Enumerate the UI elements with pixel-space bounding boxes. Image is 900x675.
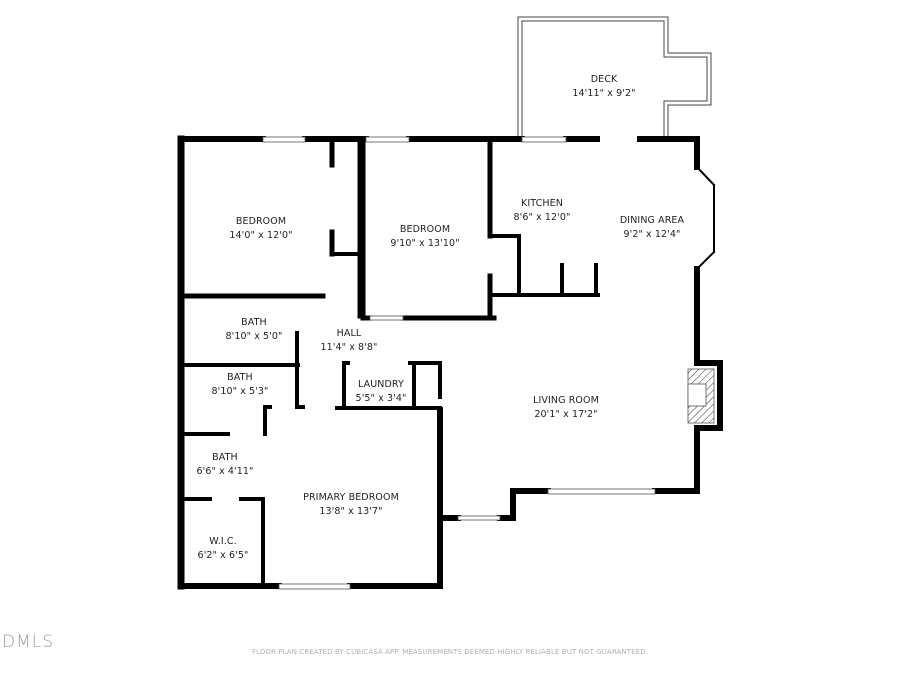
room-label-living-room: LIVING ROOM 20'1" x 17'2": [533, 394, 599, 422]
room-name: PRIMARY BEDROOM: [303, 492, 399, 503]
room-name: BATH: [212, 452, 238, 463]
room-dimensions: 8'10" x 5'0": [225, 331, 283, 342]
room-dimensions: 8'10" x 5'3": [211, 386, 269, 397]
room-name: LIVING ROOM: [533, 395, 599, 406]
room-name: DINING AREA: [619, 215, 685, 226]
room-dimensions: 6'2" x 6'5": [197, 550, 249, 561]
room-dimensions: 11'4" x 8'8": [320, 342, 378, 353]
room-dimensions: 9'2" x 12'4": [623, 229, 681, 240]
room-name: BEDROOM: [235, 216, 287, 227]
room-name: KITCHEN: [521, 198, 563, 209]
room-label-hall: HALL 11'4" x 8'8": [320, 327, 377, 355]
room-dimensions: 5'5" x 3'4": [355, 393, 407, 404]
deck-outline: [517, 16, 712, 136]
room-name: LAUNDRY: [358, 379, 404, 390]
room-name: BATH: [227, 372, 253, 383]
room-dimensions: 9'10" x 13'10": [390, 238, 460, 249]
room-name: W.I.C.: [209, 536, 237, 547]
room-dimensions: 20'1" x 17'2": [534, 409, 598, 420]
room-label-wic: W.I.C. 6'2" x 6'5": [198, 535, 249, 563]
dmls-logo: DMLS: [2, 632, 55, 652]
room-dimensions: 8'6" x 12'0": [513, 212, 571, 223]
room-name: HALL: [336, 328, 362, 339]
room-label-laundry: LAUNDRY 5'5" x 3'4": [356, 378, 407, 406]
room-name: BATH: [241, 317, 267, 328]
room-dimensions: 6'6" x 4'11": [196, 466, 254, 477]
room-label-bedroom-2: BEDROOM 9'10" x 13'10": [390, 223, 459, 251]
room-label-primary-bedroom: PRIMARY BEDROOM 13'8" x 13'7": [303, 491, 399, 519]
room-name: DECK: [590, 74, 618, 85]
room-label-dining-area: DINING AREA 9'2" x 12'4": [620, 214, 684, 242]
room-label-kitchen: KITCHEN 8'6" x 12'0": [513, 197, 570, 225]
room-dimensions: 13'8" x 13'7": [319, 506, 383, 517]
walls: [177, 135, 723, 590]
footer-disclaimer: FLOOR PLAN CREATED BY CUBICASA APP. MEAS…: [251, 648, 649, 656]
room-dimensions: 14'11" x 9'2": [572, 88, 636, 99]
room-label-bath-1: BATH 8'10" x 5'0": [225, 316, 282, 344]
room-name: BEDROOM: [399, 224, 451, 235]
room-label-bedroom-1: BEDROOM 14'0" x 12'0": [229, 215, 292, 243]
room-label-deck: DECK 14'11" x 9'2": [572, 73, 635, 101]
room-dimensions: 14'0" x 12'0": [229, 230, 293, 241]
fireplace: [687, 368, 715, 424]
room-label-bath-2: BATH 8'10" x 5'3": [211, 371, 268, 399]
windows: [262, 136, 656, 590]
room-label-bath-3: BATH 6'6" x 4'11": [196, 451, 253, 479]
